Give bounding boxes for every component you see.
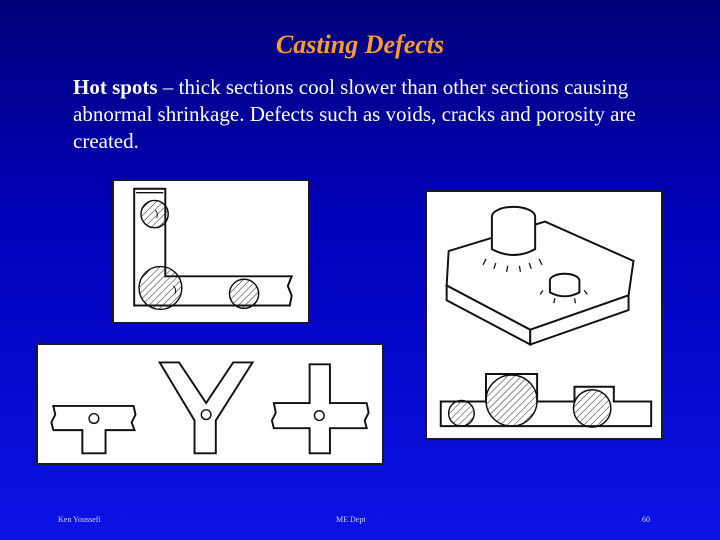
y-junction <box>157 361 255 455</box>
x-junction-hot-spot <box>313 410 325 422</box>
footer-center: ME Dept <box>336 515 366 524</box>
hot-spots-description: – thick sections cool slower than other … <box>73 75 636 153</box>
l-section-diagram <box>112 179 310 324</box>
section-hot-spot-right <box>572 388 612 428</box>
slide-body-text: Hot spots – thick sections cool slower t… <box>73 74 683 155</box>
hot-spot-corner <box>138 265 183 311</box>
footer-author: Ken Youssefi <box>58 515 101 524</box>
hot-spot-right <box>228 278 260 310</box>
hot-spot-top <box>140 199 169 229</box>
x-junction <box>270 363 370 455</box>
junction-drawing <box>50 361 370 455</box>
boss-block-drawing <box>439 205 653 428</box>
footer-page-number: 60 <box>642 515 650 524</box>
hot-spots-term: Hot spots <box>73 75 158 99</box>
t-junction-hot-spot <box>88 412 100 425</box>
l-section-drawing <box>133 187 294 311</box>
large-boss-side <box>490 216 537 257</box>
junction-diagram <box>36 343 384 465</box>
y-junction-hot-spot <box>200 409 212 421</box>
slide-title: Casting Defects <box>275 30 445 59</box>
section-hot-spot-center <box>485 374 538 427</box>
boss-block-diagram <box>425 190 663 440</box>
t-junction <box>50 404 137 455</box>
section-hot-spot-left <box>447 399 475 427</box>
